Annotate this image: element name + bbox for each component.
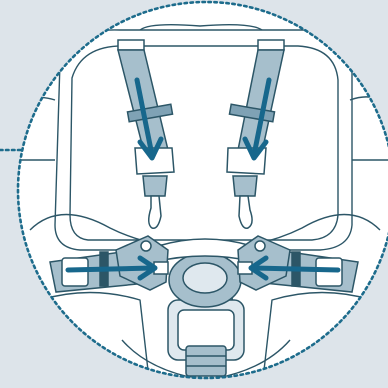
- harness-diagram: [0, 0, 388, 388]
